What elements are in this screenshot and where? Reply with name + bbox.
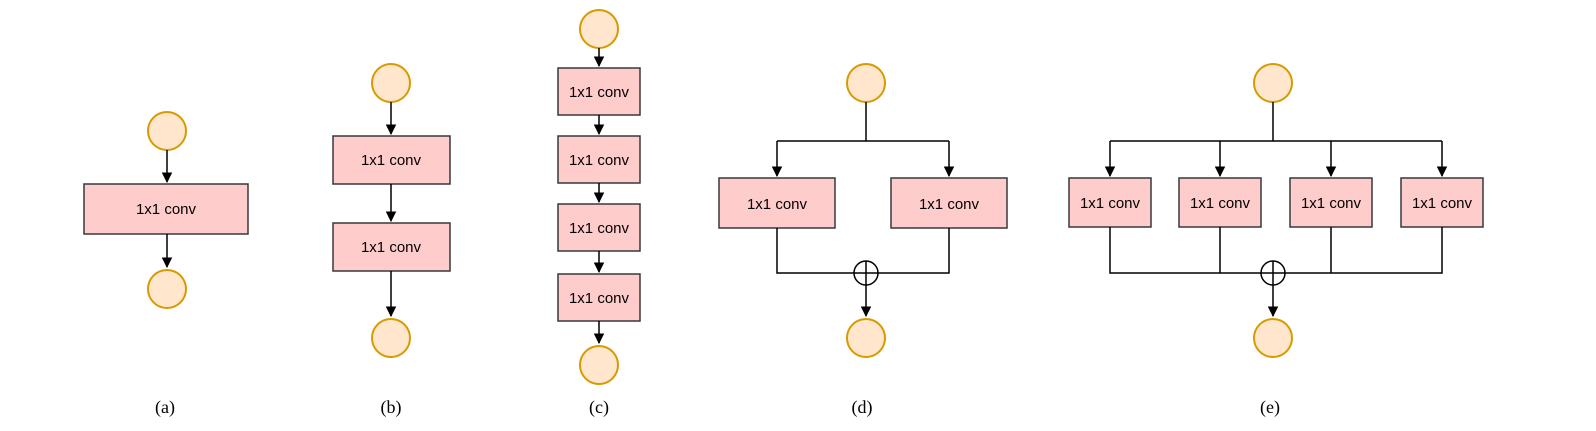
caption: (a) (155, 397, 175, 418)
conv-label: 1x1 conv (136, 201, 197, 218)
merge-line (776, 228, 854, 274)
conv-label: 1x1 conv (1301, 195, 1362, 212)
conv-label: 1x1 conv (361, 239, 422, 256)
conv-label: 1x1 conv (1412, 195, 1473, 212)
conv-block: 1x1 conv (557, 203, 641, 252)
sum-icon (1260, 260, 1286, 286)
conv-block: 1x1 conv (1289, 177, 1373, 228)
conv-label: 1x1 conv (569, 290, 630, 307)
conv-block: 1x1 conv (332, 135, 451, 185)
conv-block: 1x1 conv (557, 273, 641, 322)
conv-label: 1x1 conv (569, 152, 630, 169)
merge-line (878, 228, 950, 274)
input-node (371, 63, 411, 103)
input-node (846, 63, 886, 103)
caption: (b) (381, 397, 402, 418)
sum-icon (853, 260, 879, 286)
diagram-d: 1x1 conv 1x1 conv (d) (718, 63, 1008, 418)
input-node (579, 9, 619, 49)
conv-label: 1x1 conv (569, 84, 630, 101)
output-node (846, 318, 886, 358)
conv-block: 1x1 conv (1400, 177, 1484, 228)
merge-line (1109, 227, 1261, 274)
caption: (d) (852, 397, 873, 418)
conv-block: 1x1 conv (1068, 177, 1152, 228)
output-node (371, 318, 411, 358)
conv-block: 1x1 conv (890, 177, 1008, 229)
diagram-b: 1x1 conv 1x1 conv (b) (332, 63, 451, 418)
conv-block: 1x1 conv (718, 177, 836, 229)
conv-block: 1x1 conv (557, 135, 641, 184)
conv-label: 1x1 conv (361, 152, 422, 169)
input-node (147, 111, 187, 151)
conv-block: 1x1 conv (1178, 177, 1262, 228)
conv-block: 1x1 conv (332, 222, 451, 272)
caption: (e) (1260, 397, 1280, 418)
diagram-e: 1x1 conv 1x1 conv 1x1 conv 1x1 conv (e) (1068, 63, 1484, 418)
conv-label: 1x1 conv (1190, 195, 1251, 212)
caption: (c) (589, 397, 609, 418)
diagram-a: 1x1 conv (a) (83, 111, 249, 418)
conv-label: 1x1 conv (569, 220, 630, 237)
conv-block: 1x1 conv (83, 183, 249, 235)
output-node (1253, 318, 1293, 358)
output-node (147, 269, 187, 309)
input-node (1253, 63, 1293, 103)
diagram-c: 1x1 conv 1x1 conv 1x1 conv 1x1 conv (c) (557, 9, 641, 418)
conv-block: 1x1 conv (557, 67, 641, 116)
conv-label: 1x1 conv (919, 196, 980, 213)
output-node (579, 345, 619, 385)
conv-label: 1x1 conv (747, 196, 808, 213)
merge-line (1285, 227, 1443, 274)
conv-label: 1x1 conv (1080, 195, 1141, 212)
